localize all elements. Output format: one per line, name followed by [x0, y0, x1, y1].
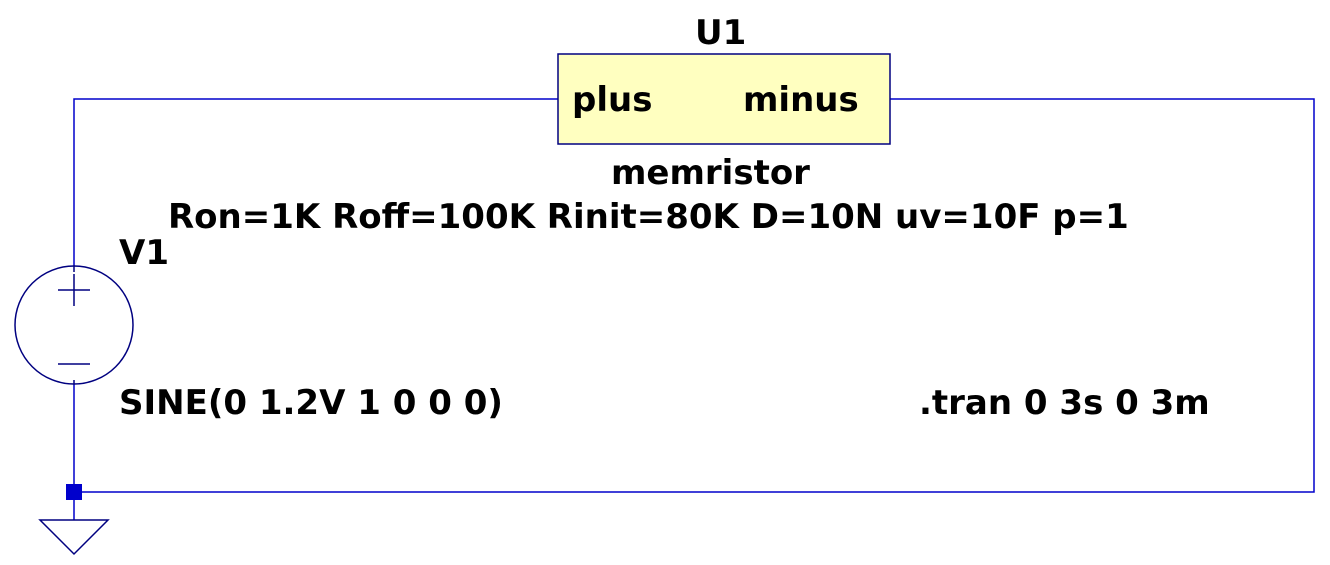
source-instance-label[interactable]: V1: [119, 233, 169, 273]
pin-minus-label: minus: [743, 80, 859, 120]
ground-symbol[interactable]: [38, 519, 110, 556]
memristor-params-label[interactable]: Ron=1K Roff=100K Rinit=80K D=10N uv=10F …: [168, 197, 1129, 237]
ground-junction[interactable]: [66, 484, 82, 500]
wire-top-left[interactable]: [73, 98, 558, 265]
memristor-instance-label[interactable]: U1: [695, 13, 747, 53]
pin-plus-label: plus: [572, 80, 653, 120]
source-value-label[interactable]: SINE(0 1.2V 1 0 0 0): [119, 383, 503, 423]
voltage-source-v1[interactable]: [14, 265, 134, 385]
memristor-body[interactable]: [557, 53, 891, 145]
source-body: [14, 265, 134, 385]
memristor-model-label[interactable]: memristor: [611, 153, 810, 193]
wire-top-right[interactable]: [74, 98, 1315, 493]
tran-directive[interactable]: .tran 0 3s 0 3m: [919, 383, 1210, 423]
